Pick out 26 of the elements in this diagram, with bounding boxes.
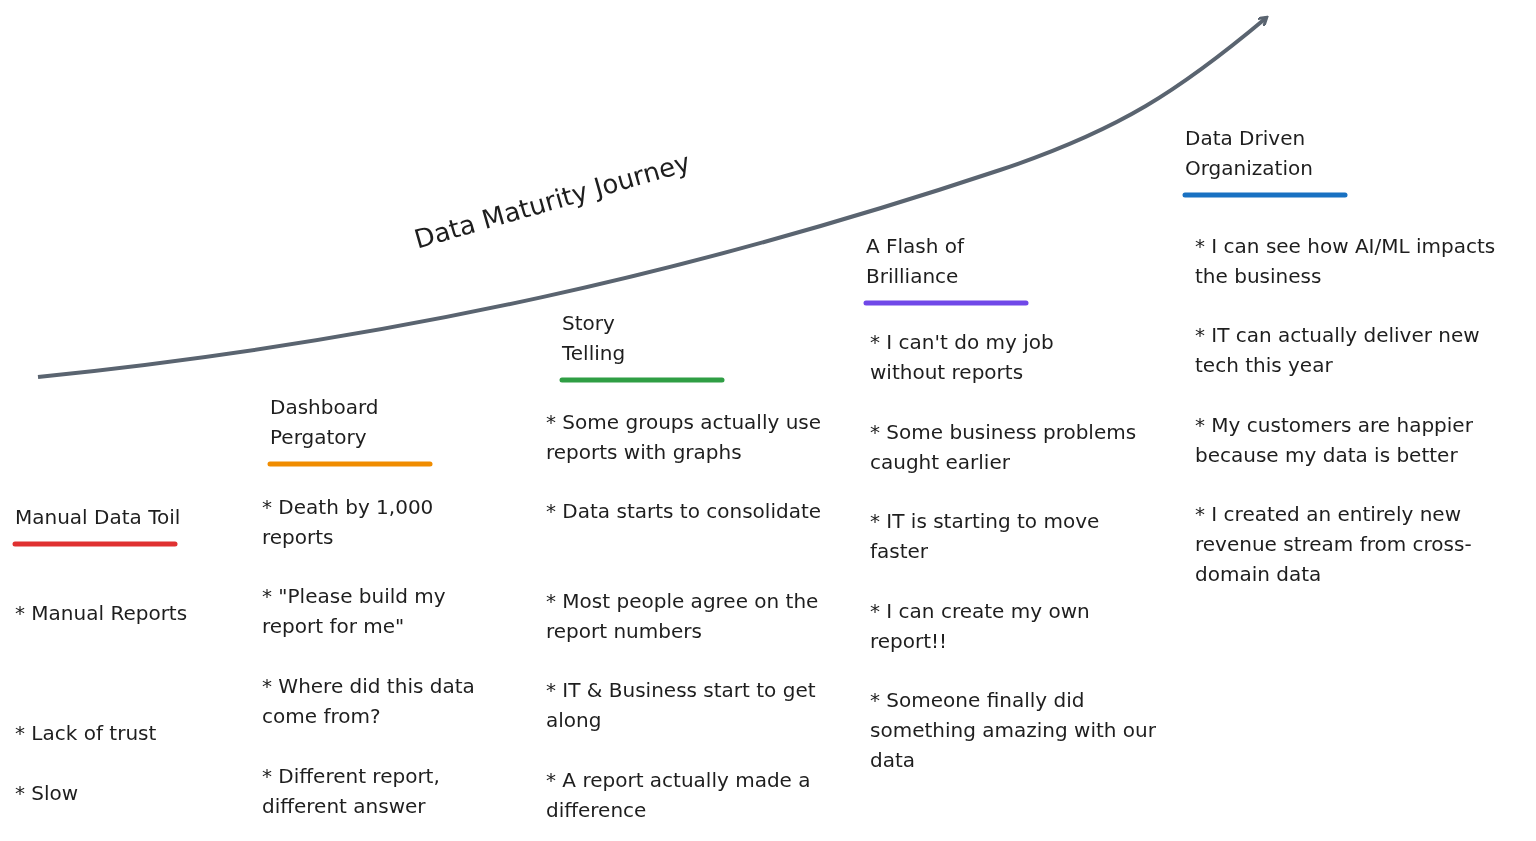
bullet-item: * Where did this data come from? xyxy=(262,673,476,730)
bullet-item: * Different report, different answer xyxy=(262,763,441,820)
bullet-item: * My customers are happier because my data is better xyxy=(1195,412,1474,469)
bullet-item: * Data starts to consolidate xyxy=(546,498,823,525)
stage-heading: Dashboard Pergatory xyxy=(270,394,380,451)
bullet-item: * A report actually made a difference xyxy=(546,767,812,824)
bullet-item: * Someone finally did something amazing with our data xyxy=(870,687,1157,774)
bullet-item: * Death by 1,000 reports xyxy=(262,494,435,551)
bullet-item: * I created an entirely new revenue stream from cross-domain data xyxy=(1195,501,1473,588)
bullet-item: * Some groups actually use reports with graphs xyxy=(546,409,823,466)
stage-heading: A Flash of Brilliance xyxy=(866,233,966,290)
bullet-item: * I can see how AI/ML impacts the business xyxy=(1195,233,1497,290)
stage-heading: Manual Data Toil xyxy=(15,504,182,531)
bullet-item: * IT can actually deliver new tech this year xyxy=(1195,322,1481,379)
bullet-item: * Some business problems caught earlier xyxy=(870,419,1138,476)
bullet-item: * Manual Reports xyxy=(15,600,189,627)
bullet-item: * Lack of trust xyxy=(15,720,158,747)
stage-heading: Story Telling xyxy=(562,310,627,367)
bullet-item: * I can't do my job without reports xyxy=(870,329,1055,386)
bullet-item: * IT is starting to move faster xyxy=(870,508,1101,565)
stage-heading: Data Driven Organization xyxy=(1185,125,1314,182)
bullet-item: * Slow xyxy=(15,780,80,807)
bullet-item: * I can create my own report!! xyxy=(870,598,1091,655)
bullet-item: * Most people agree on the report numbers xyxy=(546,588,820,645)
bullet-item: * "Please build my report for me" xyxy=(262,583,447,640)
bullet-item: * IT & Business start to get along xyxy=(546,677,817,734)
